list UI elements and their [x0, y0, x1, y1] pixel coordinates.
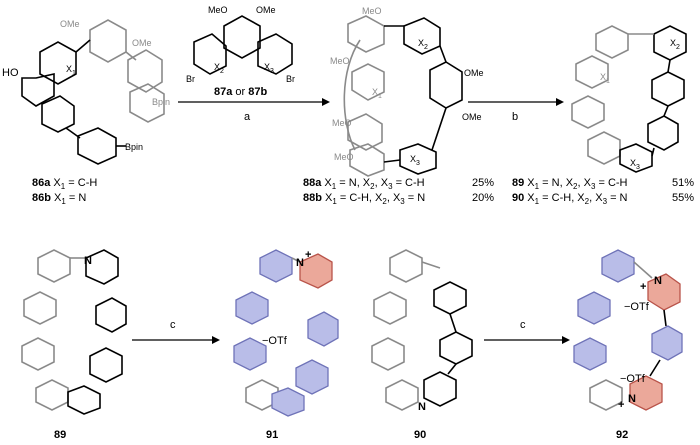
compound-89-90-structure [571, 25, 687, 173]
arrow-b-head [556, 98, 564, 106]
label-92: 92 [616, 429, 628, 441]
x3-label: X3 [264, 62, 274, 75]
label-88a: 88a X1 = N, X2, X3 = C-H [303, 177, 425, 191]
label-90-row2: 90 [414, 429, 426, 441]
bpin-label-1: Bpin [152, 97, 170, 107]
compound-88-structure [343, 15, 463, 177]
meo-label: MeO [208, 5, 228, 15]
br-label-2: Br [286, 74, 295, 84]
bpin-label-2: Bpin [125, 142, 143, 152]
reagent-87-label: 87a or 87b [214, 86, 268, 98]
otf-91: −OTf [262, 335, 288, 347]
yield-88b: 20% [472, 192, 494, 204]
compound-90-structure [371, 249, 473, 411]
x2-88: X2 [418, 38, 428, 51]
meo-88-1: MeO [362, 6, 382, 16]
ome-label-1: OMe [60, 19, 80, 29]
yield-89: 51% [672, 177, 694, 189]
otf1-92: −OTf [624, 301, 650, 313]
label-90: 90 X1 = C-H, X2, X3 = N [512, 192, 628, 206]
arrow-c1-head [212, 336, 220, 344]
arrow-a-head [322, 98, 330, 106]
n-89: N [84, 255, 92, 267]
x3-88: X3 [410, 154, 420, 167]
n2-92: N [628, 393, 636, 405]
meo-88-4: MeO [334, 152, 354, 162]
yield-88a: 25% [472, 177, 494, 189]
meo-88-2: MeO [330, 56, 350, 66]
x1-89: X1 [600, 72, 610, 85]
label-88b: 88b X1 = C-H, X2, X3 = N [303, 192, 425, 206]
compound-86-structure [21, 19, 165, 165]
ome-label-2: OMe [132, 38, 152, 48]
step-c1-label: c [170, 319, 176, 331]
meo-88-3: MeO [332, 118, 352, 128]
label-86a: 86a X1 = C-H [32, 177, 97, 191]
n-91: N [296, 257, 304, 269]
br-label-1: Br [186, 74, 195, 84]
plus1-92: + [640, 281, 646, 293]
plus2-92: + [618, 399, 624, 411]
otf2-92: −OTf [620, 373, 646, 385]
label-86b: 86b X1 = N [32, 192, 86, 206]
ome-label: OMe [256, 5, 276, 15]
compound-87-structure [193, 15, 293, 75]
compound-91-structure [233, 249, 339, 417]
x2-label: X2 [214, 62, 224, 75]
plus-91: + [305, 249, 311, 261]
label-89: 89 X1 = N, X2, X3 = C-H [512, 177, 628, 191]
label-89-row2: 89 [54, 429, 66, 441]
n-90: N [418, 401, 426, 413]
label-91: 91 [266, 429, 278, 441]
x1-label: X1 [66, 64, 76, 77]
x2-89: X2 [670, 38, 680, 51]
compound-92-structure [573, 249, 683, 411]
compound-89-row2-structure [21, 249, 127, 415]
x3-89: X3 [630, 158, 640, 171]
step-c2-label: c [520, 319, 526, 331]
ome-88-2: OMe [462, 112, 482, 122]
yield-90: 55% [672, 192, 694, 204]
arrow-c2-head [562, 336, 570, 344]
step-a-label: a [244, 111, 251, 123]
x1-88: X1 [372, 87, 382, 100]
ome-88-1: OMe [464, 68, 484, 78]
ho-label: HO [2, 67, 19, 79]
n1-92: N [654, 275, 662, 287]
step-b-label: b [512, 111, 518, 123]
